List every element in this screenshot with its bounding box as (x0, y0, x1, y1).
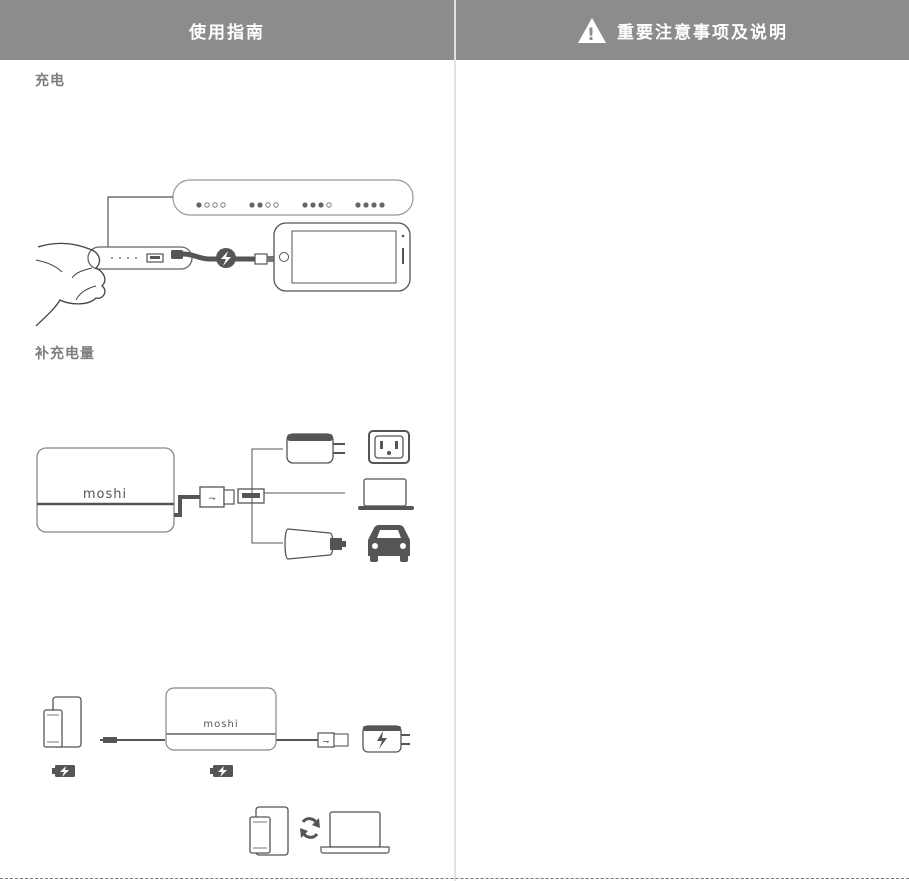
wall-adapter-icon (287, 434, 345, 463)
svg-text:moshi: moshi (203, 719, 238, 730)
wall-adapter-small-icon (363, 726, 410, 752)
right-column-header: ! 重要注意事项及说明 (456, 0, 909, 60)
charging-cable-with-bolt (183, 248, 275, 268)
svg-text:!: ! (587, 25, 597, 44)
wall-outlet-icon (369, 431, 409, 463)
warning-icon: ! (577, 17, 607, 44)
power-bank-in-hand (36, 243, 192, 326)
svg-text:⇁: ⇁ (208, 494, 216, 504)
instruction-illustrations: moshi ⇁ (0, 0, 454, 881)
right-header-title: 重要注意事项及说明 (617, 18, 788, 43)
column-divider (454, 0, 456, 881)
car-icon (368, 525, 410, 562)
sync-icon (300, 818, 320, 838)
phone-tablet-sync-icon (250, 807, 288, 855)
battery-charging-icon-left (52, 765, 75, 777)
phone-tablet-icon (44, 697, 81, 747)
laptop-icon (358, 479, 414, 510)
power-bank-large: moshi (37, 448, 174, 532)
svg-text:⇁: ⇁ (323, 737, 330, 746)
power-bank-small: moshi (166, 688, 276, 750)
car-charger-icon (285, 529, 346, 559)
laptop-sync-icon (321, 812, 389, 853)
page-bottom-rule (0, 878, 909, 879)
smartphone (274, 223, 410, 291)
battery-charging-icon-right (210, 765, 233, 777)
svg-text:moshi: moshi (83, 487, 127, 502)
